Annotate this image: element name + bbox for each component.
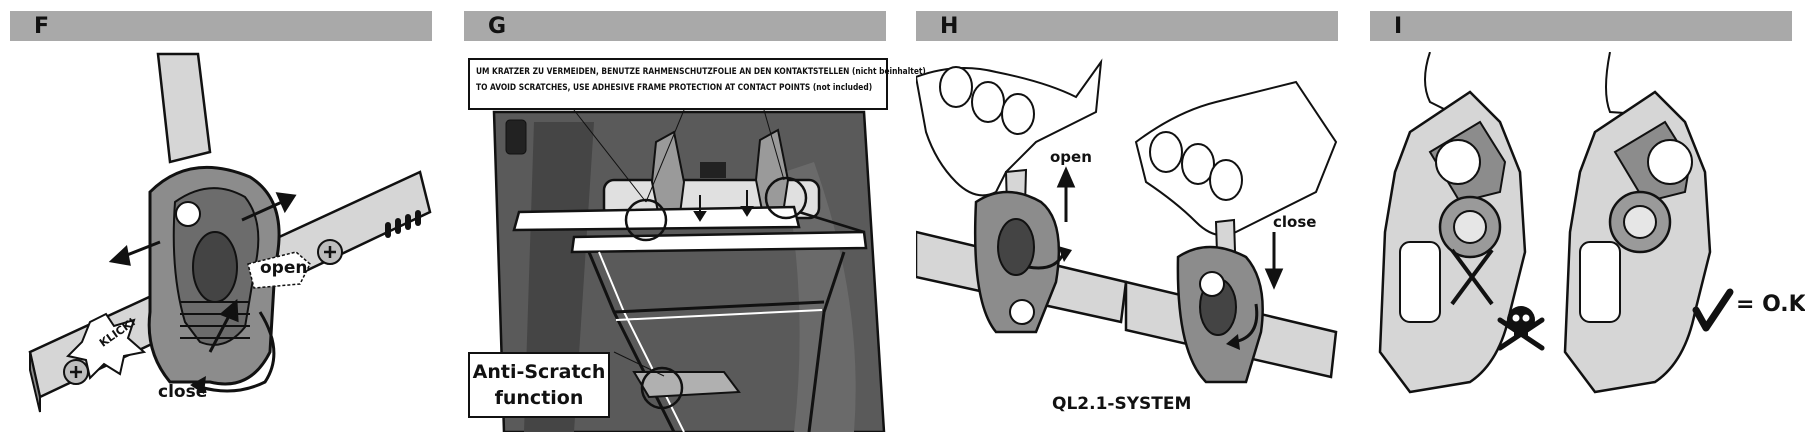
contact-point-circle: [640, 366, 684, 410]
close-label: close: [158, 382, 208, 402]
checkmark-icon: [1692, 288, 1734, 332]
panel-letter-h: H: [940, 14, 960, 39]
contact-point-circle: [764, 176, 808, 220]
panel-header-h: H: [916, 11, 1338, 41]
panel-letter-i: I: [1394, 14, 1404, 39]
rack-tube: [512, 205, 801, 232]
system-label: QL2.1-SYSTEM: [1052, 394, 1192, 414]
arrow-icon: [208, 298, 239, 353]
skull-crossbones-icon: [1497, 306, 1545, 351]
screw-icon: [63, 359, 89, 385]
arrow-icon: [1264, 232, 1284, 290]
anti-scratch-callout: Anti-Scratch function: [468, 352, 610, 418]
close-arrow: [199, 311, 276, 393]
tube: [156, 52, 212, 164]
arrow-icon: [241, 192, 297, 222]
note-english: TO AVOID SCRATCHES, USE ADHESIVE FRAME P…: [476, 83, 873, 93]
panel-f: F: [10, 0, 432, 432]
close-label: close: [1273, 213, 1317, 231]
open-label: open: [260, 258, 308, 278]
anti-scratch-line2: function: [494, 387, 584, 409]
illustration-f: [28, 52, 432, 413]
contact-point-circle: [624, 198, 668, 242]
panel-i: I = O.K.: [1370, 0, 1805, 432]
anti-scratch-line1: Anti-Scratch: [472, 361, 606, 383]
panel-header-i: I: [1370, 11, 1792, 41]
note-german: UM KRATZER ZU VERMEIDEN, BENUTZE RAHMENS…: [476, 67, 926, 77]
panel-header-f: F: [10, 11, 432, 41]
klick-burst: [66, 312, 147, 380]
illustration-i: [1378, 52, 1734, 394]
ok-label: = O.K.: [1736, 292, 1805, 317]
open-label: open: [1050, 148, 1092, 166]
arrow-icon: [1056, 166, 1076, 222]
panel-h: H open close: [916, 0, 1338, 432]
illustration-h: [916, 58, 1338, 384]
panel-letter-g: G: [488, 14, 508, 39]
arrow-icon: [108, 240, 161, 266]
x-mark-icon: [1450, 248, 1494, 306]
panel-g: G: [464, 0, 926, 432]
panel-header-g: G: [464, 11, 886, 41]
screw-icon: [317, 239, 343, 265]
hand-icon: [1134, 80, 1338, 237]
panel-letter-f: F: [34, 14, 51, 39]
scratch-note-box: UM KRATZER ZU VERMEIDEN, BENUTZE RAHMENS…: [468, 58, 926, 110]
